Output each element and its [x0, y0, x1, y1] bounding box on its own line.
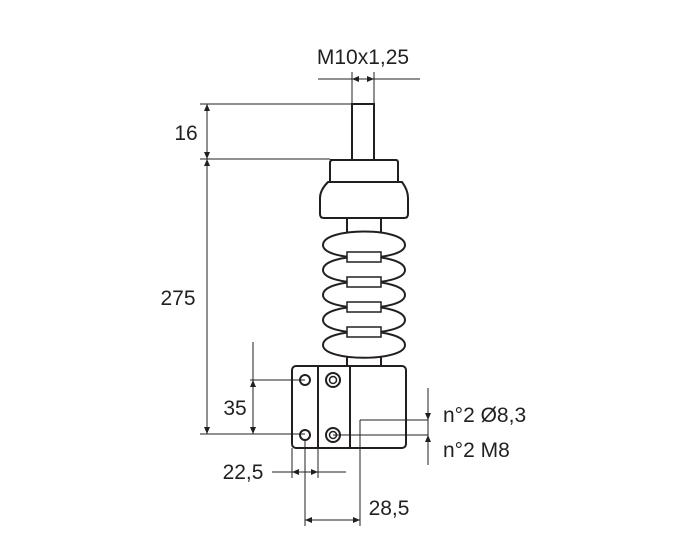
hole-spacing-label: 35 [223, 397, 246, 420]
bolts-callout: n°2 M8 [443, 439, 510, 462]
dimension-labels: M10x1,25 16 275 35 22,5 28,5 n°2 Ø8,3 n°… [160, 46, 526, 520]
thread-label: M10x1,25 [317, 46, 409, 69]
holes-callout: n°2 Ø8,3 [443, 404, 526, 427]
dimension-lines [200, 72, 431, 526]
bottom-bracket [291, 365, 407, 449]
edge-offset-label: 22,5 [223, 461, 264, 484]
total-height-label: 275 [160, 287, 195, 310]
spring-mount-assembly [291, 103, 409, 449]
stud-length-label: 16 [174, 122, 197, 145]
top-cap [319, 159, 409, 219]
spring-coil [321, 230, 407, 359]
threaded-stud [351, 103, 375, 163]
plate-width-label: 28,5 [369, 497, 410, 520]
